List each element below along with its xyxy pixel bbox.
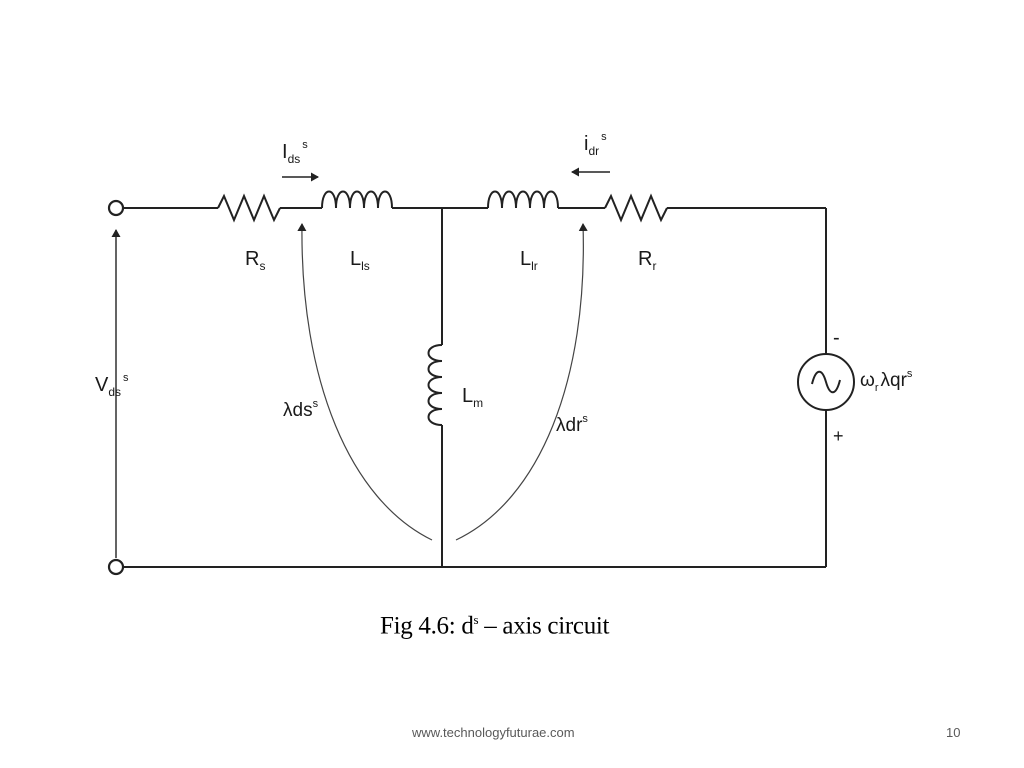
flux-arrow-rotor bbox=[455, 223, 588, 541]
inductor-stator bbox=[321, 190, 393, 209]
label-voltage: Vdss bbox=[95, 372, 129, 399]
inductor-rotor bbox=[487, 190, 559, 209]
flux-arrow-stator bbox=[297, 223, 433, 541]
caption-prefix: Fig 4.6: d bbox=[380, 612, 474, 640]
label-flux-rotor: λdrs bbox=[556, 413, 588, 436]
figure-caption: Fig 4.6: ds – axis circuit bbox=[380, 612, 610, 640]
page-number: 10 bbox=[946, 725, 961, 740]
terminal-top bbox=[107, 199, 125, 217]
terminal-bottom bbox=[107, 558, 125, 576]
label-current-rotor: idrs bbox=[584, 131, 607, 158]
sine-icon bbox=[811, 370, 841, 394]
resistor-stator bbox=[217, 193, 281, 223]
label-inductor-rotor: Llr bbox=[520, 248, 538, 273]
caption-sup: s bbox=[473, 612, 479, 627]
label-current-stator: Idss bbox=[282, 139, 308, 166]
inductor-magnetizing bbox=[427, 344, 443, 426]
resistor-rotor bbox=[604, 193, 668, 223]
label-inductor-stator: Lls bbox=[350, 248, 370, 273]
label-resistor-stator: Rs bbox=[245, 248, 265, 273]
label-magnetizing: Lm bbox=[462, 385, 483, 410]
footer-url: www.technologyfuturae.com bbox=[412, 725, 575, 740]
label-resistor-rotor: Rr bbox=[638, 248, 656, 273]
label-source-minus: - bbox=[833, 327, 840, 349]
caption-suffix: – axis circuit bbox=[478, 612, 610, 640]
label-source-plus: + bbox=[833, 426, 844, 446]
label-flux-stator: λdss bbox=[283, 398, 319, 421]
